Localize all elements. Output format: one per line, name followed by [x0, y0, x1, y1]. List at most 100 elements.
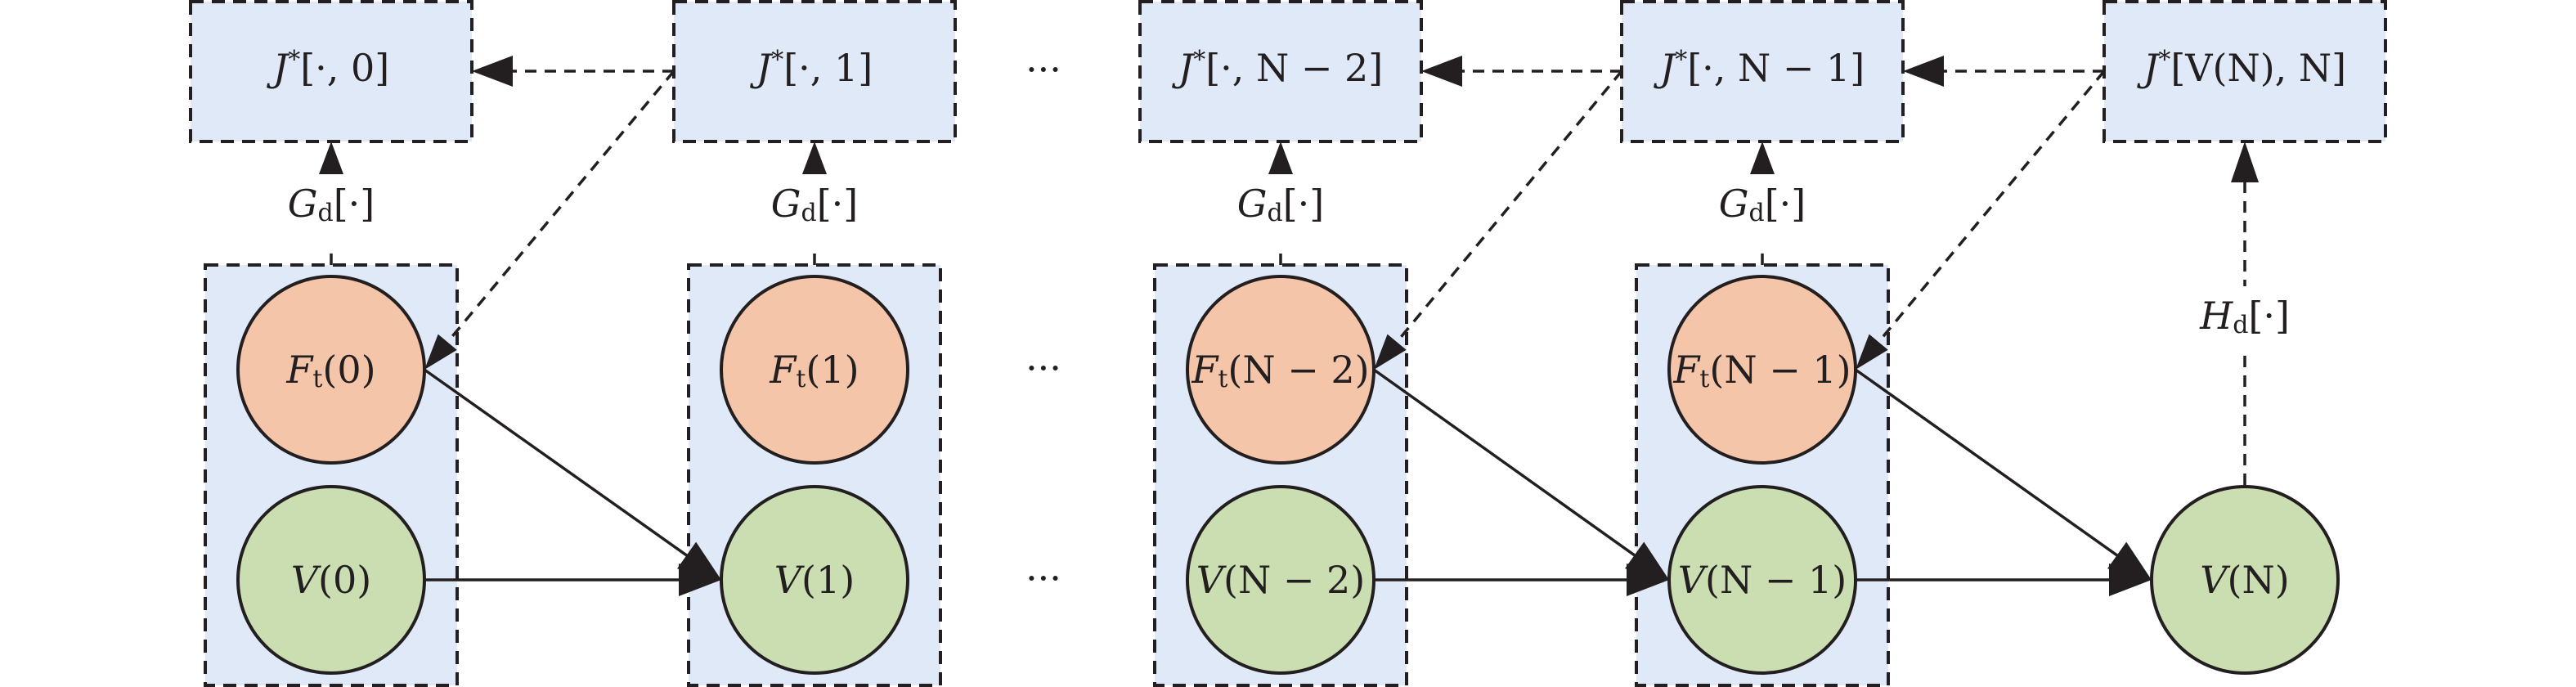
feedback-link-line	[1875, 70, 2106, 346]
edge-label-sub: d	[801, 199, 817, 227]
up-arrowhead	[1750, 141, 1775, 174]
f-node-label-sub: t	[312, 365, 322, 393]
transition-line	[1854, 368, 2126, 563]
ellipsis: ···	[1025, 346, 1061, 390]
f-node-label: Ft(1)	[769, 348, 859, 393]
v-node-final	[2150, 485, 2340, 675]
up-arrowhead	[319, 141, 343, 174]
cost-box-label-args: [·, 0]	[300, 46, 389, 90]
cost-link-arrowhead	[1421, 56, 1462, 87]
f-node-label-args: (N − 1)	[1709, 348, 1851, 392]
f-node-label: Ft(N − 1)	[1672, 348, 1851, 393]
state-transition-arrowhead	[1627, 564, 1669, 596]
up-arrowhead	[802, 141, 827, 174]
cost-link-arrowhead	[1903, 56, 1944, 87]
terminal-edge-label-base: H	[2199, 294, 2233, 338]
cost-box-label: J*[·, N − 2]	[1172, 46, 1384, 90]
f-node	[1667, 275, 1857, 465]
edge-label-sub: d	[1268, 199, 1283, 227]
edge-label-args: [·]	[1283, 182, 1325, 226]
edge-label-args: [·]	[817, 182, 859, 226]
f-node-label-sub: t	[796, 365, 806, 393]
cost-box-label-args: [·, N − 1]	[1687, 46, 1865, 90]
v-node	[1667, 485, 1857, 675]
terminal-edge-label: Hd[·]	[2199, 294, 2290, 339]
v-node-label-base: V	[774, 558, 806, 602]
feedback-link-arrowhead	[1856, 334, 1888, 370]
v-node-label: V(N − 1)	[1678, 558, 1847, 602]
f-node-label-args: (1)	[806, 348, 859, 392]
f-node-label-args: (0)	[322, 348, 375, 392]
cost-box-label-args: [·, 1]	[783, 46, 873, 90]
state-transition-arrowhead	[679, 564, 721, 596]
edges-layer	[319, 56, 2259, 596]
cost-box-label-sup: *	[1193, 46, 1205, 74]
cost-box-label-sup: *	[771, 46, 783, 74]
labels-layer: J*[·, 0]Gd[·]Ft(0)V(0)J*[·, 1]Gd[·]Ft(1)…	[267, 46, 2346, 602]
f-node	[236, 275, 426, 465]
cost-box-label-sup: *	[288, 46, 300, 74]
cost-box-label: J*[·, 0]	[267, 46, 389, 90]
edge-label: Gd[·]	[1237, 182, 1324, 227]
edge-label-sub: d	[318, 199, 334, 227]
v-node-label-base: V	[1196, 558, 1227, 602]
edge-label-base: G	[771, 182, 801, 226]
cost-box	[1620, 0, 1905, 143]
feedback-link-arrowhead	[424, 334, 457, 370]
transition-line	[423, 368, 696, 563]
f-node-label-sub: t	[1699, 365, 1709, 393]
f-node-label-args: (N − 2)	[1227, 348, 1369, 392]
cost-link-arrowhead	[472, 56, 513, 87]
v-node	[720, 485, 909, 675]
v-node	[236, 485, 426, 675]
cost-box-label: J*[·, N − 1]	[1654, 46, 1865, 90]
f-node-label-base: F	[1191, 348, 1219, 392]
v-node-final-label-base: V	[2200, 558, 2231, 602]
up-arrowhead	[2231, 141, 2259, 182]
v-node-label-args: (N − 1)	[1705, 558, 1847, 602]
ellipsis: ···	[1025, 47, 1061, 92]
f-node-label-sub: t	[1218, 365, 1227, 393]
final-cost-box-label: J*[V(N), N]	[2137, 46, 2346, 90]
cost-box-label-args: [·, N − 2]	[1205, 46, 1383, 90]
edge-label-base: G	[1719, 182, 1749, 226]
f-node	[1186, 275, 1376, 465]
f-node-label-base: F	[769, 348, 797, 392]
up-arrowhead	[1268, 141, 1293, 174]
v-node-label: V(1)	[774, 558, 855, 602]
transition-line	[1372, 368, 1644, 563]
edge-label-sub: d	[1749, 199, 1765, 227]
v-node	[1186, 485, 1376, 675]
v-node-label-base: V	[291, 558, 322, 602]
cost-box-label-sup: *	[1675, 46, 1687, 74]
v-node-label-args: (0)	[318, 558, 371, 602]
edge-label: Gd[·]	[771, 182, 858, 227]
v-node-label-args: (1)	[801, 558, 855, 602]
nodes-layer	[236, 275, 2340, 675]
final-cost-box-label-sup: *	[2158, 46, 2170, 74]
f-node-label: Ft(N − 2)	[1191, 348, 1369, 393]
f-node	[720, 275, 909, 465]
final-cost-box-label-args: [V(N), N]	[2170, 46, 2346, 90]
edge-label-args: [·]	[1765, 182, 1806, 226]
f-node-label: Ft(0)	[285, 348, 375, 393]
feedback-link-line	[444, 70, 675, 346]
terminal-edge-label-args: [·]	[2248, 294, 2290, 338]
cost-box	[189, 0, 473, 143]
edge-label-base: G	[288, 182, 318, 226]
v-node-label-base: V	[1678, 558, 1709, 602]
v-node-label-args: (N − 2)	[1223, 558, 1365, 602]
final-cost-box	[2103, 0, 2387, 143]
edge-label: Gd[·]	[288, 182, 375, 227]
ellipsis: ···	[1025, 556, 1061, 600]
edge-label: Gd[·]	[1719, 182, 1806, 227]
state-transition-arrowhead	[2109, 564, 2152, 596]
f-node-label-base: F	[1672, 348, 1701, 392]
v-node-label: V(0)	[291, 558, 371, 602]
v-node-label: V(N − 2)	[1196, 558, 1365, 602]
feedback-link-line	[1393, 70, 1623, 346]
v-node-final-label-args: (N)	[2228, 558, 2290, 602]
terminal-edge-label-sub: d	[2233, 311, 2248, 339]
f-node-label-base: F	[285, 348, 314, 392]
